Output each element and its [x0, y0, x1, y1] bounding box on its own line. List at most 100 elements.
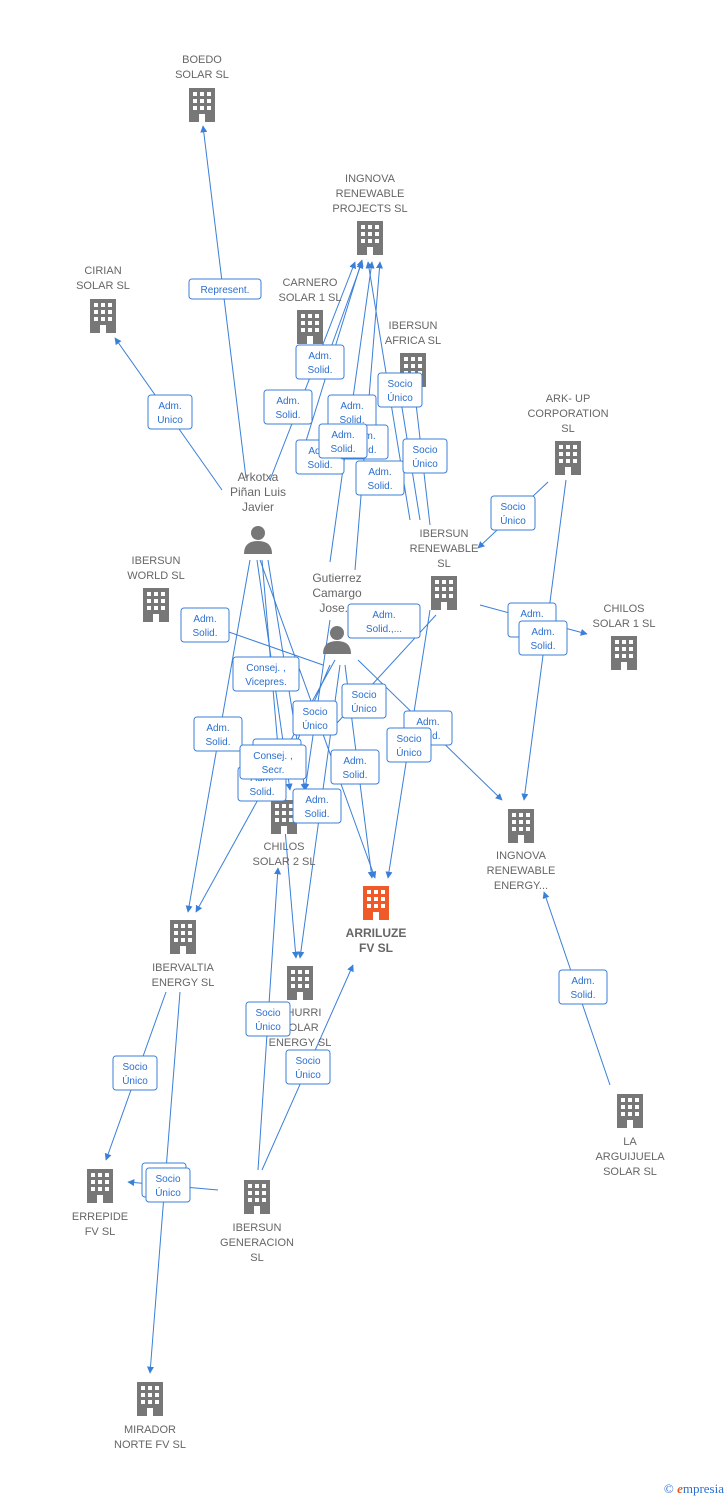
- edge-label[interactable]: Adm.Unico: [147, 394, 193, 430]
- edge-label[interactable]: Adm.Solid.: [193, 716, 243, 752]
- person-icon: [244, 526, 272, 554]
- node-label: SL: [250, 1252, 263, 1264]
- edge-label[interactable]: Adm. Solid.,...: [347, 603, 421, 639]
- edge-label-box: [112, 1055, 158, 1091]
- node-label: SOLAR 2 SL: [253, 856, 316, 868]
- node-chilos2[interactable]: CHILOS SOLAR 2 SL: [253, 800, 316, 868]
- node-label: CHILOS: [264, 841, 305, 853]
- edge-label[interactable]: Adm.Solid.: [355, 460, 405, 496]
- edge-label[interactable]: Represent.: [188, 278, 262, 300]
- edge-label-text: Solid.,...: [366, 624, 402, 635]
- edge-label[interactable]: Adm.Solid.: [292, 788, 342, 824]
- edge-label-text: Solid.: [570, 990, 595, 1001]
- building-icon: [431, 576, 457, 610]
- edge-label-text: Único: [255, 1020, 281, 1033]
- edge-label-text: Único: [351, 702, 377, 715]
- node-label: Arkotxa: [238, 470, 279, 484]
- node-label: CARNERO: [282, 277, 337, 289]
- node-label: WORLD SL: [127, 570, 184, 582]
- edge-label-text: Unico: [157, 415, 183, 426]
- edge-label[interactable]: Adm.Solid.: [295, 344, 345, 380]
- edge-label-box: [188, 278, 262, 300]
- edge-label-box: [347, 603, 421, 639]
- edge-label-text: Solid.: [307, 460, 332, 471]
- node-gutierrez[interactable]: GutierrezCamargoJose...: [312, 571, 362, 654]
- edge-label[interactable]: Adm.Solid.: [180, 607, 230, 643]
- edge-label[interactable]: Adm.Solid.: [318, 423, 368, 459]
- edge-label-text: Adm.: [305, 795, 328, 806]
- edge-label-text: Adm.: [308, 351, 331, 362]
- node-label: Jose...: [319, 601, 354, 615]
- node-label: IBERVALTIA: [152, 962, 214, 974]
- building-icon: [297, 310, 323, 344]
- edge-label-box: [318, 423, 368, 459]
- edge-label[interactable]: Adm.Solid.: [263, 389, 313, 425]
- edge-label-box: [292, 788, 342, 824]
- edge-label[interactable]: Adm.Solid.: [558, 969, 608, 1005]
- edge-label-box: [147, 394, 193, 430]
- node-label: INGNOVA: [345, 173, 396, 185]
- edge-label-text: Único: [387, 391, 413, 404]
- edge-label[interactable]: Consej. ,Vicepres.: [232, 656, 300, 692]
- node-label: ARK- UP: [546, 393, 591, 405]
- edge-label-text: Único: [302, 719, 328, 732]
- building-icon: [357, 221, 383, 255]
- edge-label-text: Único: [122, 1074, 148, 1087]
- edge-label-text: Adm.: [368, 467, 391, 478]
- node-label: RENEWABLE: [336, 188, 405, 200]
- edge-label[interactable]: Adm.Solid.: [518, 620, 568, 656]
- node-label: SOLAR SL: [76, 280, 130, 292]
- node-ingnova-energy[interactable]: INGNOVARENEWABLEENERGY...: [487, 809, 556, 892]
- node-label: INGNOVA: [496, 850, 547, 862]
- node-label: ARGUIJUELA: [595, 1151, 665, 1163]
- edge-label-text: Único: [412, 457, 438, 470]
- node-label: ERREPIDE: [72, 1211, 128, 1223]
- node-label: SOLAR SL: [175, 69, 229, 81]
- node-label: SL: [437, 558, 450, 570]
- edge-label-text: Adm.: [372, 610, 395, 621]
- edge-label-box: [490, 495, 536, 531]
- edge-label-text: Secr.: [262, 765, 285, 776]
- node-label: ARRILUZE: [346, 926, 407, 940]
- edge-label-box: [239, 744, 307, 780]
- edge-label-box: [285, 1049, 331, 1085]
- node-label: SL: [561, 423, 574, 435]
- node-label: Javier: [242, 500, 274, 514]
- edge-label[interactable]: Consej. ,Secr.: [239, 744, 307, 780]
- edge-label-text: Adm.: [531, 627, 554, 638]
- edge-label[interactable]: Adm.Solid.: [330, 749, 380, 785]
- building-icon: [170, 920, 196, 954]
- edge-label-text: Socio: [396, 734, 421, 745]
- node-label: RENEWABLE: [487, 865, 556, 877]
- node-label: IBERSUN: [389, 320, 438, 332]
- edge-label-text: Socio: [412, 445, 437, 456]
- edge-label-text: Socio: [155, 1174, 180, 1185]
